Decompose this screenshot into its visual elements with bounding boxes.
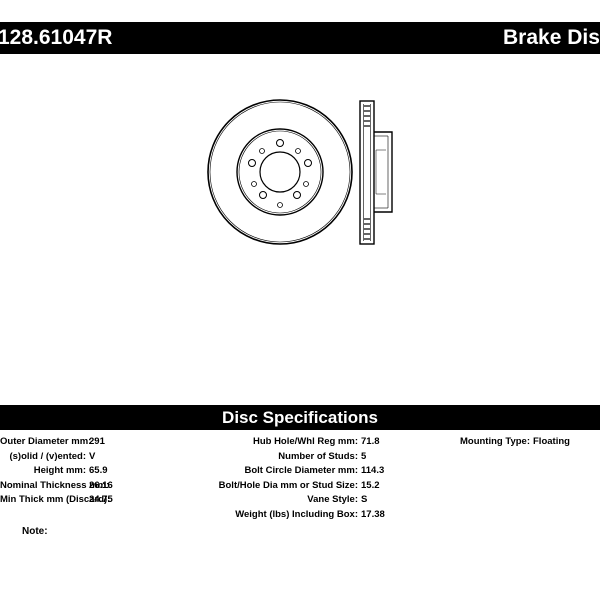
title-bar: 128.61047R Brake Disc xyxy=(0,22,600,54)
spec-row: Bolt/Hole Dia mm or Stud Size:15.2 xyxy=(160,479,385,494)
spec-row: Weight (lbs) Including Box:17.38 xyxy=(160,508,385,523)
spec-label: Vane Style: xyxy=(307,494,358,505)
hat-section xyxy=(374,131,393,213)
spec-row: Mounting Type:Floating xyxy=(430,435,570,450)
disc-side-view xyxy=(359,100,393,245)
spec-label: Outer Diameter mm: xyxy=(0,436,92,447)
spec-value: V xyxy=(89,450,96,462)
spec-label: Min Thick mm (Discard): xyxy=(0,494,111,505)
spec-value: 5 xyxy=(361,450,367,462)
hat-outer-circle xyxy=(236,128,324,216)
spec-value: Floating xyxy=(533,436,570,447)
lug-hole xyxy=(248,159,256,167)
spec-row: Height mm:65.9 xyxy=(0,464,113,479)
spec-value: 26.16 xyxy=(89,479,113,491)
spec-column-3: Mounting Type:Floating xyxy=(430,435,570,450)
spec-row: (s)olid / (v)ented:V xyxy=(0,450,113,465)
lug-hole xyxy=(293,191,301,199)
center-bore xyxy=(259,151,301,193)
disc-front-view xyxy=(207,99,353,245)
spec-value: 291 xyxy=(89,436,105,447)
spec-value: 71.8 xyxy=(361,436,380,447)
spec-label: Number of Studs: xyxy=(278,450,358,462)
lug-hole xyxy=(259,191,267,199)
spec-row: Vane Style:S xyxy=(160,493,385,508)
spec-column-2: Hub Hole/Whl Reg mm:71.8 Number of Studs… xyxy=(160,435,385,522)
spec-label: Bolt/Hole Dia mm or Stud Size: xyxy=(218,479,358,491)
product-title: Brake Disc xyxy=(503,26,600,49)
small-hole xyxy=(277,202,283,208)
rotor-section xyxy=(359,100,375,245)
note-label: Note: xyxy=(22,526,48,537)
disc-outer-edge-inner xyxy=(209,101,351,243)
spec-heading: Disc Specifications xyxy=(222,408,378,427)
disc-outer-edge xyxy=(207,99,353,245)
small-hole xyxy=(251,181,257,187)
spec-value: 114.3 xyxy=(361,465,385,476)
lug-hole xyxy=(304,159,312,167)
spec-row: Number of Studs:5 xyxy=(160,450,385,465)
disc-specifications-header: Disc Specifications xyxy=(0,405,600,430)
spec-value: 17.38 xyxy=(361,508,385,520)
small-hole xyxy=(259,148,265,154)
spec-column-1: Outer Diameter mm:291 (s)olid / (v)ented… xyxy=(0,435,113,508)
spec-row: Bolt Circle Diameter mm:114.3 xyxy=(160,464,385,479)
spec-value: S xyxy=(361,494,368,505)
spec-row: Min Thick mm (Discard):24.75 xyxy=(0,493,113,508)
spec-value: 24.75 xyxy=(89,494,113,505)
spec-label: Mounting Type: xyxy=(459,436,530,447)
spec-label: Hub Hole/Whl Reg mm: xyxy=(252,436,358,447)
lug-hole xyxy=(276,139,284,147)
small-hole xyxy=(295,148,301,154)
vane-slots xyxy=(364,105,370,240)
hat-inner-circle xyxy=(238,130,322,214)
spec-row: Nominal Thickness mm:26.16 xyxy=(0,479,113,494)
spec-label: Height mm: xyxy=(33,465,86,476)
spec-value: 15.2 xyxy=(361,479,380,491)
spec-row: Hub Hole/Whl Reg mm:71.8 xyxy=(160,435,385,450)
small-holes xyxy=(251,148,309,208)
spec-label: Bolt Circle Diameter mm: xyxy=(244,465,358,476)
spec-label: (s)olid / (v)ented: xyxy=(9,450,86,462)
spec-label: Weight (lbs) Including Box: xyxy=(235,508,358,520)
lug-holes xyxy=(248,139,312,199)
spec-value: 65.9 xyxy=(89,465,108,476)
spec-label: Nominal Thickness mm: xyxy=(0,479,110,491)
small-hole xyxy=(303,181,309,187)
spec-row: Outer Diameter mm:291 xyxy=(0,435,113,450)
part-number: 128.61047R xyxy=(0,26,113,49)
